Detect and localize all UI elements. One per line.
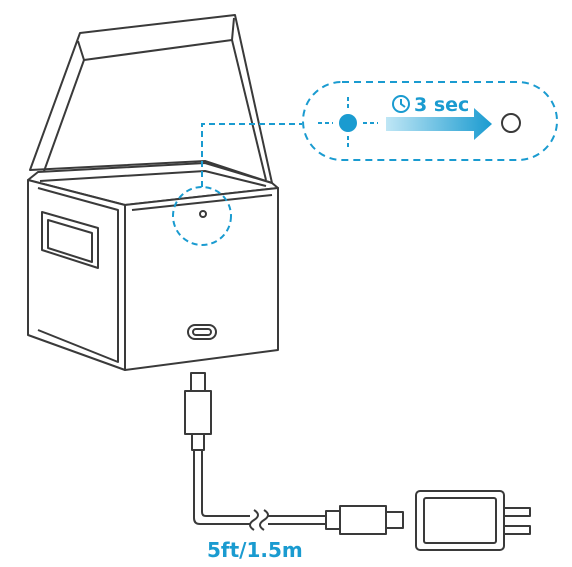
- projector-lens-window: [41, 211, 99, 269]
- adapter-prong-top: [504, 507, 531, 517]
- projector-box: [27, 14, 279, 371]
- power-button: [187, 324, 217, 340]
- duration-label: 3 sec: [414, 94, 469, 116]
- led-off-indicator: [501, 113, 521, 133]
- power-adapter: [415, 490, 531, 551]
- projector-side-face: [27, 179, 126, 371]
- usb-plug-adapter: [325, 505, 404, 535]
- usb-c-cable: [184, 372, 404, 535]
- status-led: [199, 210, 207, 218]
- projector-lid: [29, 14, 273, 184]
- transition-arrow: [386, 108, 492, 140]
- projector-front-face: [124, 187, 279, 371]
- adapter-prong-bottom: [504, 525, 531, 535]
- callout-leader-line: [201, 123, 302, 187]
- clock-icon: [392, 95, 410, 113]
- led-highlight-circle: [172, 186, 232, 246]
- cable-length-label: 5ft/1.5m: [207, 538, 303, 562]
- led-callout: 3 sec: [302, 81, 558, 161]
- usb-c-plug-device: [184, 372, 212, 451]
- led-on-indicator: [339, 114, 357, 132]
